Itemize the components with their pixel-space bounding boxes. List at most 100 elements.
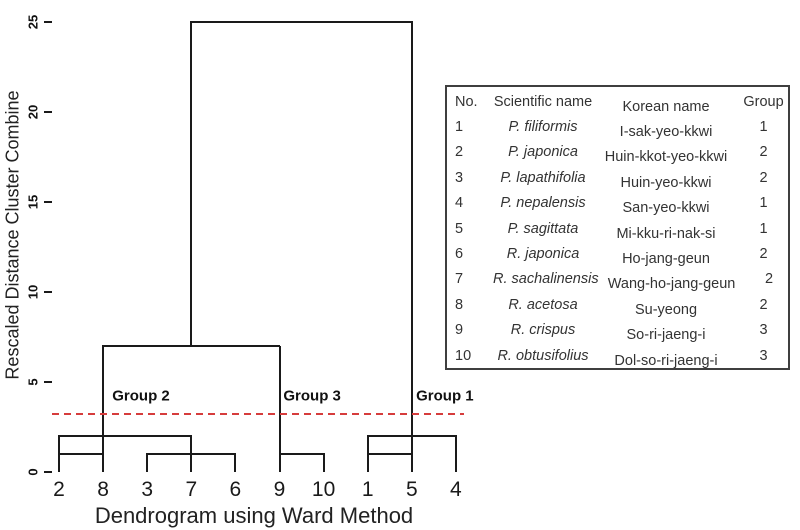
leaf-label: 1 <box>361 478 374 501</box>
leaf-label: 8 <box>97 478 109 501</box>
dendrogram-segment <box>278 453 325 455</box>
leaf-label: 4 <box>450 478 462 501</box>
table-cell: Wang-ho-jang-geun <box>607 276 736 293</box>
table-cell: 1 <box>759 195 768 212</box>
table-header-cell: Group <box>743 93 784 110</box>
dendrogram-segment <box>454 436 457 472</box>
y-axis-tick-label: 5 <box>25 378 41 386</box>
table-cell: 6 <box>455 246 464 263</box>
table-row: 4 P. nepalensis San-yeo-kkwi 1 <box>447 191 788 216</box>
table-cell: R. obtusifolius <box>497 347 589 364</box>
table-cell: 1 <box>759 119 768 136</box>
table-cell: San-yeo-kkwi <box>622 200 710 217</box>
group-label: Group 3 <box>283 387 341 404</box>
table-cell: P. sagittata <box>507 220 579 237</box>
dendrogram-segment <box>58 435 193 437</box>
y-axis-tick <box>44 21 52 23</box>
table-row: 2 P. japonica Huin-kkot-yeo-kkwi 2 <box>447 140 788 165</box>
table-cell: 2 <box>759 246 768 263</box>
y-axis-tick-label: 15 <box>25 194 41 210</box>
table-cell: P. filiformis <box>508 119 578 136</box>
y-axis-tick <box>44 471 52 473</box>
dendrogram-segment <box>366 435 457 437</box>
table-row: 8 R. acetosa Su-yeong 2 <box>447 292 788 318</box>
leaf-label: 2 <box>53 478 65 501</box>
dendrogram-segment <box>410 22 413 472</box>
dendrogram-segment <box>102 345 281 347</box>
leaf-label: 10 <box>311 478 336 501</box>
leaf-label: 6 <box>229 478 242 501</box>
table-header-cell: Scientific name <box>493 93 593 110</box>
table-cell: I-sak-yeo-kkwi <box>619 124 713 141</box>
y-axis-tick-label: 0 <box>25 468 41 476</box>
table-cell: 2 <box>759 169 768 186</box>
table-cell: 3 <box>455 169 464 186</box>
table-row: 7 R. sachalinensis Wang-ho-jang-geun 2 <box>447 267 788 292</box>
dendrogram-segment <box>366 453 413 455</box>
y-axis-tick <box>44 201 52 203</box>
table-cell: 2 <box>759 144 768 161</box>
dendrogram-segment <box>146 453 237 455</box>
table-cell: R. japonica <box>506 246 580 263</box>
y-axis-tick-label: 25 <box>25 14 41 30</box>
table-cell: 2 <box>765 271 774 288</box>
dendrogram-segment <box>102 346 105 472</box>
table-cell: Su-yeong <box>634 301 698 318</box>
leaf-label: 5 <box>405 478 418 501</box>
table-cell: Dol-so-ri-jaeng-i <box>614 352 718 369</box>
table-cell: 9 <box>455 322 464 339</box>
table-cell: 2 <box>455 144 464 161</box>
table-cell: Ho-jang-geun <box>622 251 710 268</box>
table-cell: 5 <box>455 220 464 237</box>
table-cell: 7 <box>455 271 464 288</box>
table-header-cell: Korean name <box>622 98 710 115</box>
dendrogram-segment <box>322 454 325 472</box>
table-cell: 4 <box>455 195 464 212</box>
group-label: Group 2 <box>112 387 170 405</box>
table-cell: R. crispus <box>510 322 576 339</box>
table-cell: P. nepalensis <box>500 195 586 212</box>
table-cell: P. lapathifolia <box>500 169 586 186</box>
leaf-label: 7 <box>185 478 198 501</box>
species-table: No. Scientific name Korean name Group 1 P. fi… <box>445 85 790 370</box>
table-row: 10 R. obtusifolius Dol-so-ri-jaeng-i 3 <box>447 343 788 369</box>
leaf-label: 3 <box>141 478 154 501</box>
table-header-row: No. Scientific name Korean name Group <box>447 89 788 115</box>
table-cell: Huin-yeo-kkwi <box>620 174 712 191</box>
table-cell: R. sachalinensis <box>493 271 599 288</box>
y-axis-title: Rescaled Distance Cluster Combine <box>2 90 23 380</box>
dendrogram-segment <box>146 454 149 472</box>
table-row: 9 R. crispus So-ri-jaeng-i 3 <box>447 318 788 343</box>
cluster-cut-line <box>52 413 464 416</box>
x-axis-title: Dendrogram using Ward Method <box>94 503 414 528</box>
table-cell: 2 <box>759 296 768 313</box>
table-cell: 3 <box>759 322 768 339</box>
table-cell: P. japonica <box>508 144 578 161</box>
dendrogram-segment <box>190 22 193 346</box>
dendrogram-segment <box>190 21 413 23</box>
table-cell: Huin-kkot-yeo-kkwi <box>604 149 728 166</box>
table-row: 3 P. lapathifolia Huin-yeo-kkwi 2 <box>447 165 788 191</box>
table-header-cell: No. <box>455 93 478 110</box>
table-cell: 1 <box>759 220 768 237</box>
dendrogram-segment <box>58 453 105 455</box>
table-cell: R. acetosa <box>508 296 578 313</box>
table-cell: So-ri-jaeng-i <box>626 327 706 344</box>
table-row: 5 P. sagittata Mi-kku-ri-nak-si 1 <box>447 216 788 242</box>
table-cell: Mi-kku-ri-nak-si <box>616 225 716 242</box>
leaf-label: 9 <box>273 478 286 501</box>
table-cell: 10 <box>455 347 472 364</box>
table-cell: 8 <box>455 296 464 313</box>
table-row: 6 R. japonica Ho-jang-geun 2 <box>447 241 788 268</box>
y-axis-tick <box>44 381 52 383</box>
y-axis-tick <box>44 111 52 113</box>
table-cell: 3 <box>759 347 768 364</box>
y-axis-tick-label: 10 <box>25 284 41 300</box>
dendrogram-segment <box>234 454 237 472</box>
y-axis-tick <box>44 291 52 293</box>
group-label: Group 1 <box>416 387 474 405</box>
y-axis-tick-label: 20 <box>25 104 41 120</box>
dendrogram-segment <box>278 346 281 472</box>
